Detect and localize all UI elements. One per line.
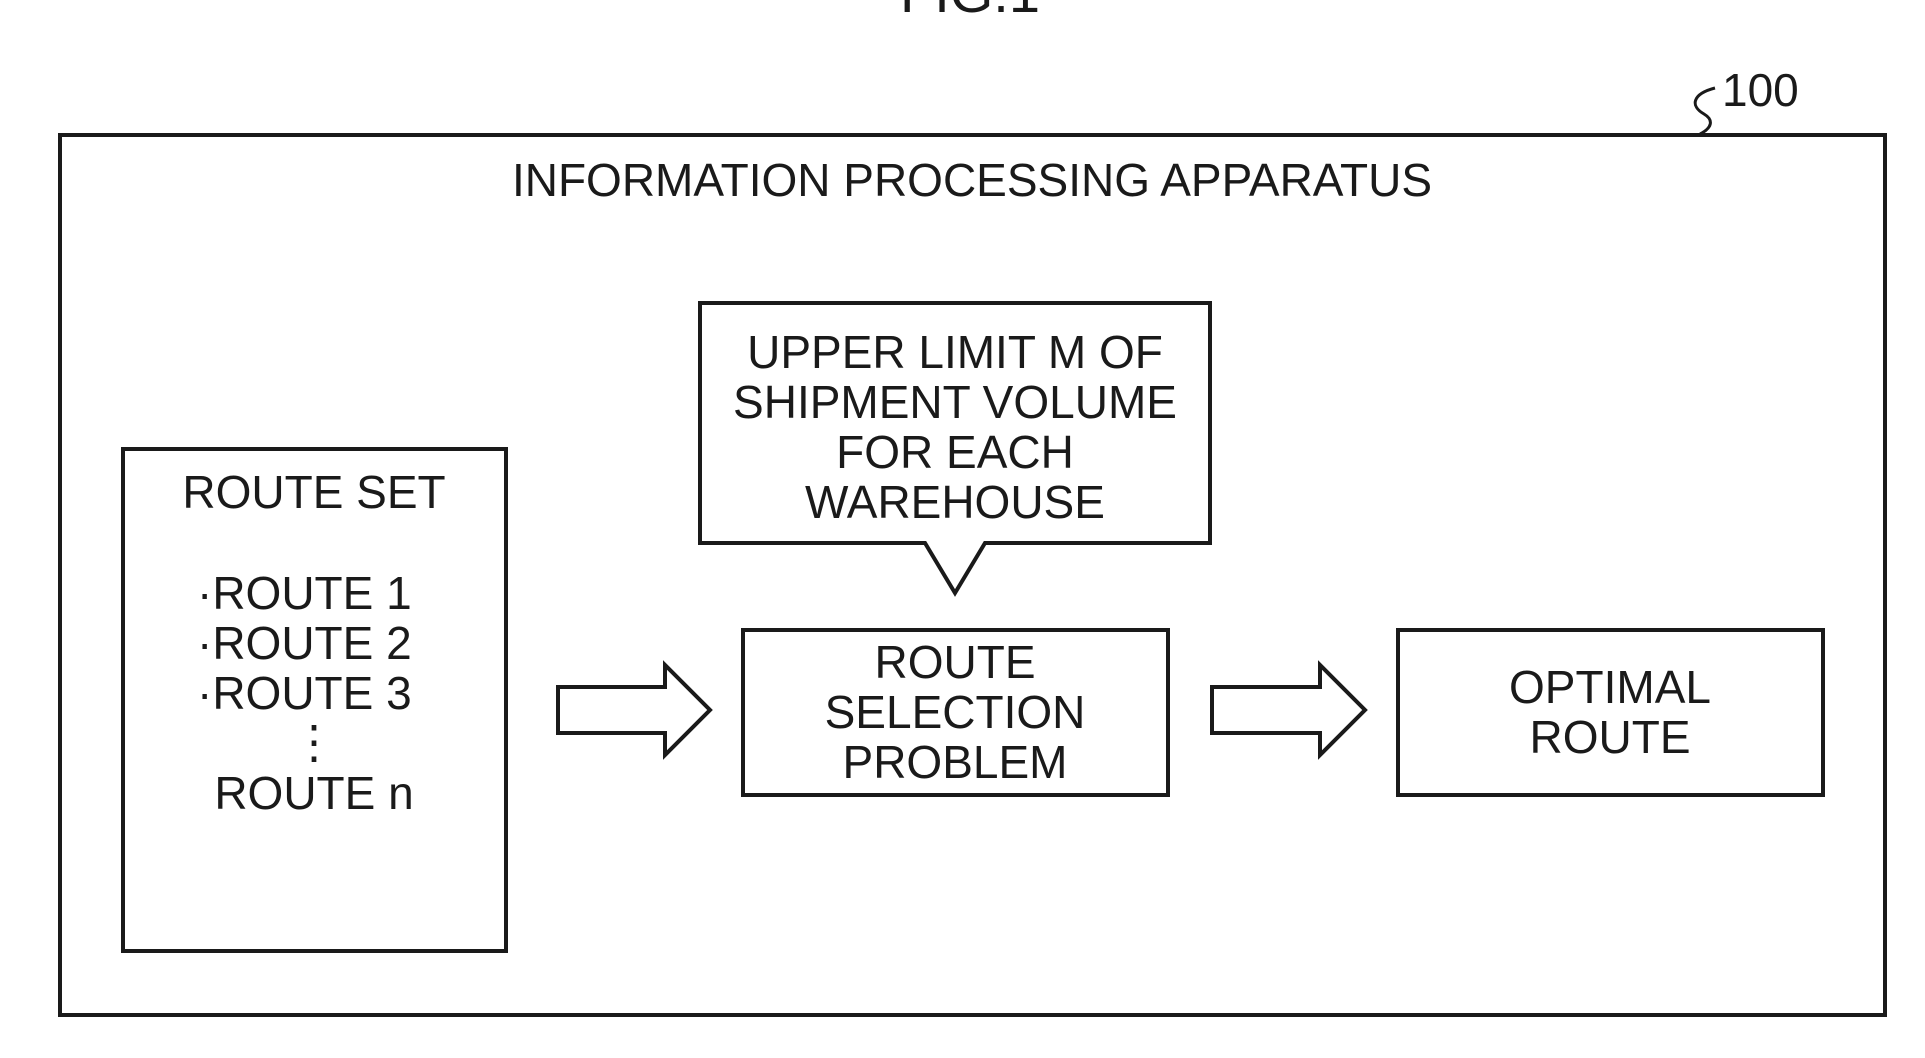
constraint-line-3: FOR EACH: [836, 426, 1074, 478]
figure-label: FIG.1: [900, 0, 1040, 24]
problem-line-2: SELECTION: [825, 686, 1086, 738]
constraint-line-4: WAREHOUSE: [805, 476, 1105, 528]
apparatus-title: INFORMATION PROCESSING APPARATUS: [512, 154, 1432, 206]
problem-line-1: ROUTE: [875, 636, 1036, 688]
route-item-n: ROUTE n: [214, 767, 413, 819]
input-arrow: [558, 665, 710, 755]
reference-numeral: 100: [1722, 64, 1799, 116]
reference-leader-line: [1695, 88, 1715, 134]
route-list-ellipsis: ⋮: [291, 716, 337, 768]
optimal-line-2: ROUTE: [1530, 711, 1691, 763]
route-item-3: ·ROUTE 3: [197, 667, 412, 719]
route-set-title: ROUTE SET: [182, 466, 445, 518]
constraint-line-2: SHIPMENT VOLUME: [733, 376, 1177, 428]
constraint-line-1: UPPER LIMIT M OF: [747, 326, 1163, 378]
problem-line-3: PROBLEM: [843, 736, 1068, 788]
route-item-2: ·ROUTE 2: [197, 617, 412, 669]
optimal-line-1: OPTIMAL: [1509, 661, 1711, 713]
route-item-1: ·ROUTE 1: [197, 567, 412, 619]
output-arrow: [1212, 665, 1365, 755]
